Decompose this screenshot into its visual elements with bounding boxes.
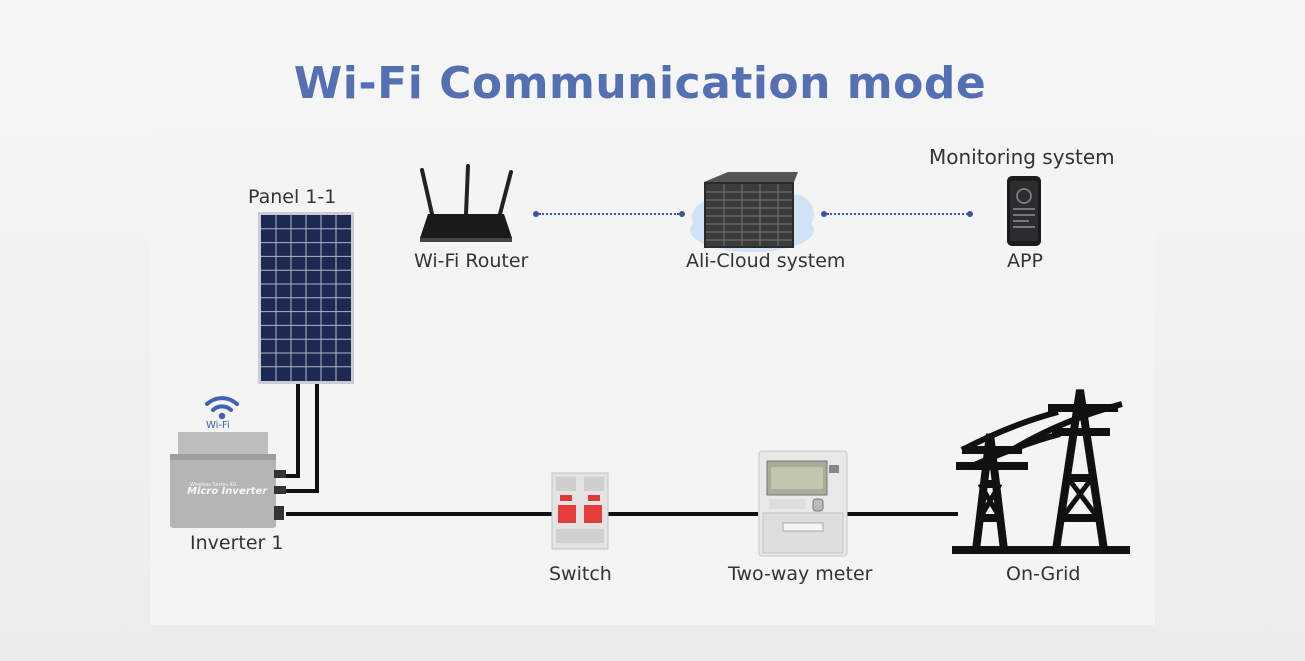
phone-icon [1007, 176, 1041, 246]
meter-icon [758, 450, 848, 557]
panel-cable-2-h [278, 489, 319, 493]
switch-label: Switch [549, 563, 612, 585]
cloud-app-link [827, 213, 968, 215]
inverter-label: Inverter 1 [190, 532, 284, 554]
solar-panel-icon [258, 212, 354, 384]
link-dot [967, 211, 973, 217]
monitoring-label: Monitoring system [929, 145, 1115, 169]
cloud-label: Ali-Cloud system [686, 250, 846, 272]
link-dot [533, 211, 539, 217]
pylon-icon [952, 389, 1130, 554]
router-icon [420, 164, 513, 242]
cloud-server-icon [690, 172, 814, 252]
link-dot [821, 211, 827, 217]
panel-cable-1-h [278, 474, 300, 478]
svg-text:Wireless Series 4G: Wireless Series 4G [190, 482, 237, 488]
panel-cable-2 [315, 384, 319, 492]
panel-label: Panel 1-1 [248, 186, 337, 208]
meter-grid-wire [846, 512, 958, 516]
router-cloud-link [539, 213, 679, 215]
inverter-text: Micro Inverter [187, 486, 268, 497]
switch-meter-wire [606, 512, 758, 516]
router-label: Wi-Fi Router [414, 250, 529, 272]
inverter-switch-wire [286, 512, 552, 516]
breaker-icon [551, 472, 609, 550]
wifi-icon [205, 396, 239, 420]
wifi-badge-label: Wi-Fi [206, 420, 230, 431]
grid-label: On-Grid [1006, 563, 1081, 585]
app-label: APP [1007, 250, 1043, 272]
meter-label: Two-way meter [728, 563, 873, 585]
panel-cable-1 [296, 384, 300, 476]
link-dot [679, 211, 685, 217]
inverter-icon: Wireless Series 4G [170, 432, 286, 528]
page-title: Wi-Fi Communication mode [293, 58, 987, 109]
